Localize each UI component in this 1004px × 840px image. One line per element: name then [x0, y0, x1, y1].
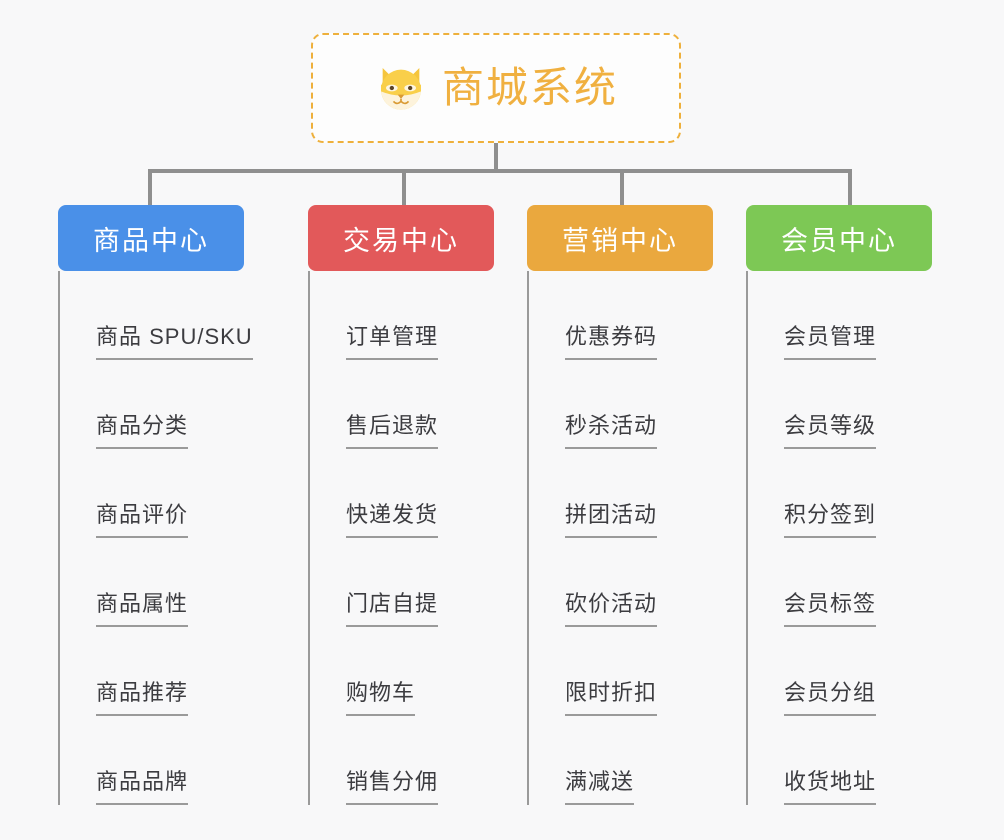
leaf-list: 订单管理售后退款快递发货门店自提购物车销售分佣 [308, 271, 494, 805]
leaf-item-label: 商品品牌 [96, 771, 189, 805]
leaf-trunk-line [308, 271, 310, 805]
leaf-item[interactable]: 商品品牌 [60, 716, 244, 805]
leaf-item[interactable]: 商品 SPU/SKU [60, 271, 253, 360]
leaf-item-label: 收货地址 [784, 771, 877, 805]
connector-drop-2 [402, 169, 406, 209]
leaf-item[interactable]: 秒杀活动 [529, 360, 713, 449]
leaf-item[interactable]: 会员标签 [748, 538, 932, 627]
leaf-item[interactable]: 购物车 [310, 627, 494, 716]
leaf-item-label: 商品 SPU/SKU [96, 326, 253, 360]
leaf-item-label: 会员分组 [784, 682, 877, 716]
category-header-1[interactable]: 商品中心 [58, 205, 244, 271]
leaf-item-label: 会员标签 [784, 593, 877, 627]
leaf-item[interactable]: 优惠券码 [529, 271, 713, 360]
category-column-2: 交易中心订单管理售后退款快递发货门店自提购物车销售分佣 [308, 205, 494, 805]
leaf-item[interactable]: 商品推荐 [60, 627, 244, 716]
leaf-item[interactable]: 快递发货 [310, 449, 494, 538]
leaf-item-label: 销售分佣 [346, 771, 439, 805]
category-header-4[interactable]: 会员中心 [746, 205, 932, 271]
root-title: 商城系统 [441, 64, 618, 111]
leaf-list: 优惠券码秒杀活动拼团活动砍价活动限时折扣满减送 [527, 271, 713, 805]
leaf-item-label: 门店自提 [346, 593, 439, 627]
leaf-item[interactable]: 售后退款 [310, 360, 494, 449]
leaf-item[interactable]: 商品评价 [60, 449, 244, 538]
leaf-item[interactable]: 收货地址 [748, 716, 932, 805]
root-node[interactable]: 商城系统 [311, 33, 681, 143]
category-column-4: 会员中心会员管理会员等级积分签到会员标签会员分组收货地址 [746, 205, 932, 805]
leaf-item-label: 会员等级 [784, 415, 877, 449]
leaf-item-label: 积分签到 [784, 504, 877, 538]
leaf-item[interactable]: 拼团活动 [529, 449, 713, 538]
leaf-item[interactable]: 门店自提 [310, 538, 494, 627]
leaf-item[interactable]: 满减送 [529, 716, 713, 805]
leaf-item-label: 商品属性 [96, 593, 189, 627]
category-label: 会员中心 [781, 225, 897, 256]
category-header-3[interactable]: 营销中心 [527, 205, 713, 271]
category-column-1: 商品中心商品 SPU/SKU 商品分类商品评价商品属性商品推荐商品品牌 [58, 205, 253, 805]
leaf-list: 商品 SPU/SKU 商品分类商品评价商品属性商品推荐商品品牌 [58, 271, 253, 805]
connector-horizontal-bus [148, 169, 852, 173]
leaf-item-label: 购物车 [346, 682, 416, 716]
leaf-item[interactable]: 积分签到 [748, 449, 932, 538]
connector-drop-3 [620, 169, 624, 209]
leaf-item[interactable]: 砍价活动 [529, 538, 713, 627]
leaf-list: 会员管理会员等级积分签到会员标签会员分组收货地址 [746, 271, 932, 805]
leaf-item-label: 秒杀活动 [565, 415, 658, 449]
connector-drop-4 [848, 169, 852, 209]
leaf-trunk-line [527, 271, 529, 805]
shiba-dog-icon [380, 68, 421, 110]
leaf-item[interactable]: 会员分组 [748, 627, 932, 716]
leaf-item-label: 商品评价 [96, 504, 189, 538]
leaf-item-label: 拼团活动 [565, 504, 658, 538]
leaf-item[interactable]: 订单管理 [310, 271, 494, 360]
leaf-item-label: 售后退款 [346, 415, 439, 449]
leaf-item-label: 满减送 [565, 771, 635, 805]
leaf-item-label: 优惠券码 [565, 326, 658, 360]
connector-drop-1 [148, 169, 152, 209]
leaf-item[interactable]: 销售分佣 [310, 716, 494, 805]
leaf-item[interactable]: 会员等级 [748, 360, 932, 449]
category-label: 商品中心 [93, 225, 209, 256]
leaf-item-label: 快递发货 [346, 504, 439, 538]
connector-root-stem [494, 143, 498, 171]
leaf-item-label: 商品分类 [96, 415, 189, 449]
leaf-item[interactable]: 商品分类 [60, 360, 244, 449]
leaf-item-label: 砍价活动 [565, 593, 658, 627]
category-label: 交易中心 [343, 225, 459, 256]
category-column-3: 营销中心优惠券码秒杀活动拼团活动砍价活动限时折扣满减送 [527, 205, 713, 805]
leaf-item-label: 会员管理 [784, 326, 877, 360]
leaf-item-label: 订单管理 [346, 326, 439, 360]
category-label: 营销中心 [562, 225, 678, 256]
leaf-item-label: 限时折扣 [565, 682, 658, 716]
category-header-2[interactable]: 交易中心 [308, 205, 494, 271]
leaf-trunk-line [58, 271, 60, 805]
leaf-item[interactable]: 会员管理 [748, 271, 932, 360]
leaf-item[interactable]: 限时折扣 [529, 627, 713, 716]
leaf-item[interactable]: 商品属性 [60, 538, 244, 627]
leaf-item-label: 商品推荐 [96, 682, 189, 716]
leaf-trunk-line [746, 271, 748, 805]
